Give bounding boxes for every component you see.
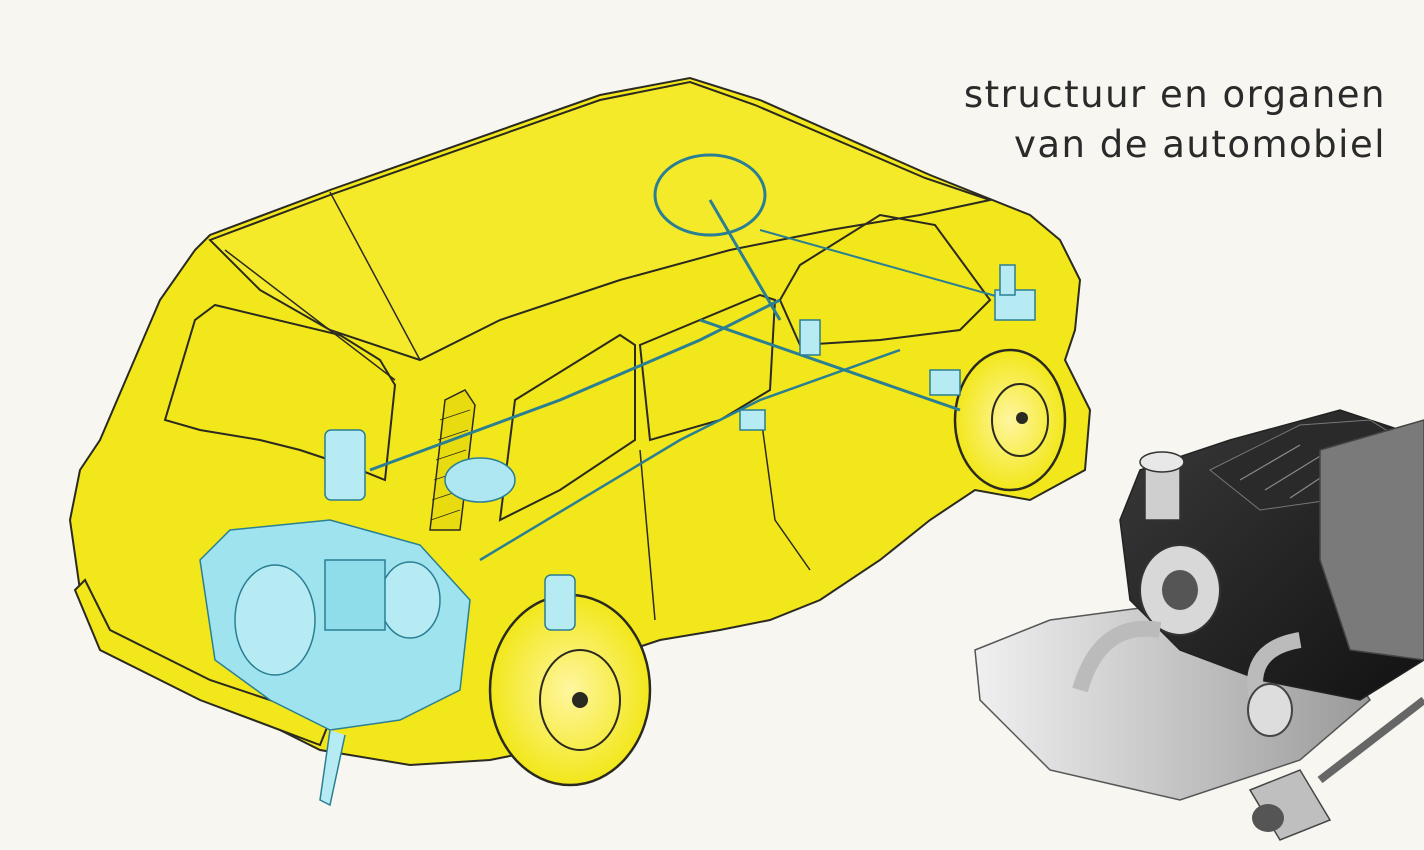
rear-spring [324, 429, 366, 501]
title-line-2: van de automobiel [1013, 123, 1386, 166]
title-line-1: structuur en organen [963, 73, 1386, 116]
air-filter [444, 457, 516, 503]
car-roof [208, 80, 994, 362]
front-wheel [953, 348, 1067, 492]
mechanics-overlay [199, 153, 1036, 807]
side-window-rear [498, 333, 636, 522]
front-spring-rear [544, 574, 576, 631]
rear-window [163, 303, 397, 482]
page-title: structuur en organen van de automobiel [964, 70, 1386, 170]
exhaust-pipe [319, 729, 346, 807]
steering-wheel [653, 153, 767, 237]
